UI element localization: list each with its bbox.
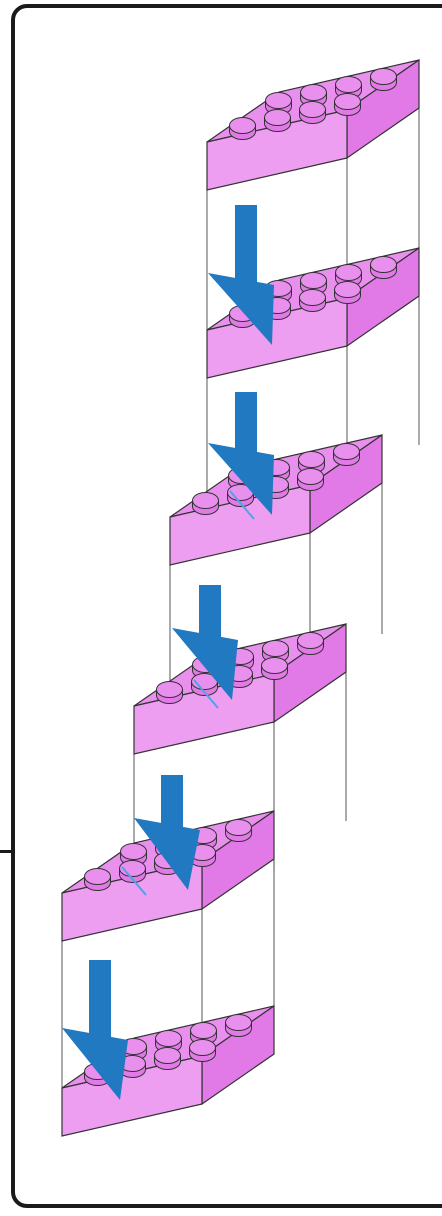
brick-stud <box>297 632 324 655</box>
frame-connector-line <box>0 850 12 853</box>
alignment-seam-line <box>193 679 219 709</box>
arrow-down-icon <box>62 960 128 1100</box>
arrow-down-icon <box>208 392 274 515</box>
brick-front-face <box>206 109 348 191</box>
brick-stud <box>189 1039 216 1062</box>
brick-stud <box>261 657 288 680</box>
brick-stud <box>225 819 252 842</box>
arrow-down-icon <box>134 775 200 890</box>
arrow-down-icon <box>208 205 274 345</box>
lego-brick-4 <box>133 622 347 755</box>
brick-stud <box>156 681 183 704</box>
brick-stud <box>229 117 256 140</box>
alignment-seam-line <box>229 490 255 520</box>
brick-front-face <box>61 860 203 942</box>
brick-stud <box>334 93 361 116</box>
brick-stud <box>84 868 111 891</box>
brick-front-face <box>206 297 348 379</box>
brick-stud <box>154 1047 181 1070</box>
lego-brick-3 <box>169 433 383 566</box>
brick-stud <box>297 468 324 491</box>
arrows-layer <box>62 205 274 1100</box>
brick-stud <box>333 443 360 466</box>
brick-stud <box>264 109 291 132</box>
brick-front-face <box>61 1055 203 1137</box>
brick-stud <box>192 492 219 515</box>
brick-stud <box>299 289 326 312</box>
lego-brick-1 <box>206 58 420 191</box>
brick-stud <box>370 256 397 279</box>
brick-stud <box>334 281 361 304</box>
arrow-down-icon <box>172 585 238 700</box>
diagram-frame <box>11 4 442 1208</box>
brick-stud <box>225 1014 252 1037</box>
alignment-seam-line <box>121 866 147 896</box>
brick-stud <box>299 101 326 124</box>
brick-stud <box>370 68 397 91</box>
